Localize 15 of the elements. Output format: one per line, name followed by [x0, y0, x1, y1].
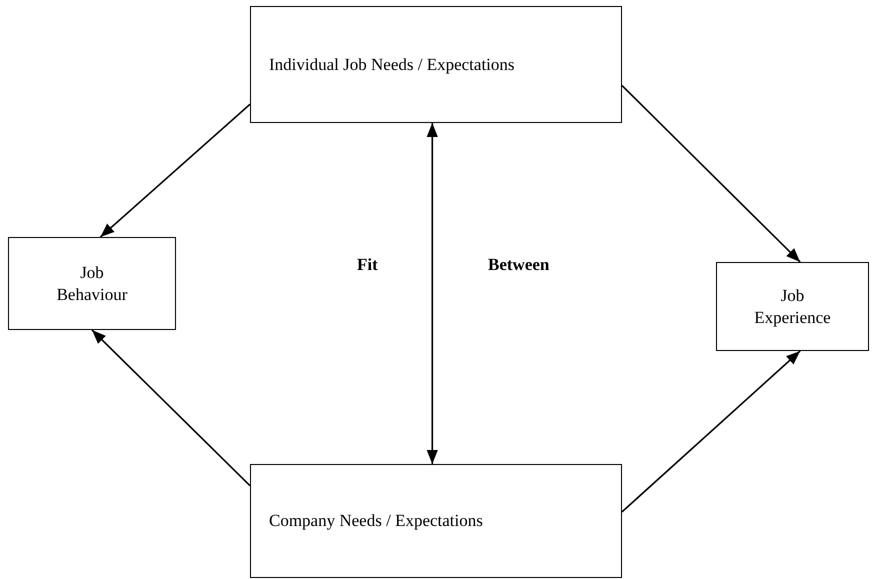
box-label: Company Needs / Expectations: [269, 510, 483, 532]
text-box: [8, 237, 176, 330]
relation-label: Between: [488, 255, 550, 275]
arrow: [621, 85, 801, 263]
text-box: [250, 464, 622, 578]
arrow: [100, 104, 251, 238]
box-label: Job Behaviour: [56, 262, 128, 305]
text-box: [250, 6, 622, 123]
box-label: Job Experience: [753, 285, 832, 328]
arrow: [91, 329, 251, 486]
arrow: [621, 350, 801, 512]
relation-label: Fit: [357, 255, 378, 275]
box-label: Individual Job Needs / Expectations: [269, 54, 515, 76]
arrow: [426, 123, 438, 464]
text-box: [716, 262, 869, 351]
